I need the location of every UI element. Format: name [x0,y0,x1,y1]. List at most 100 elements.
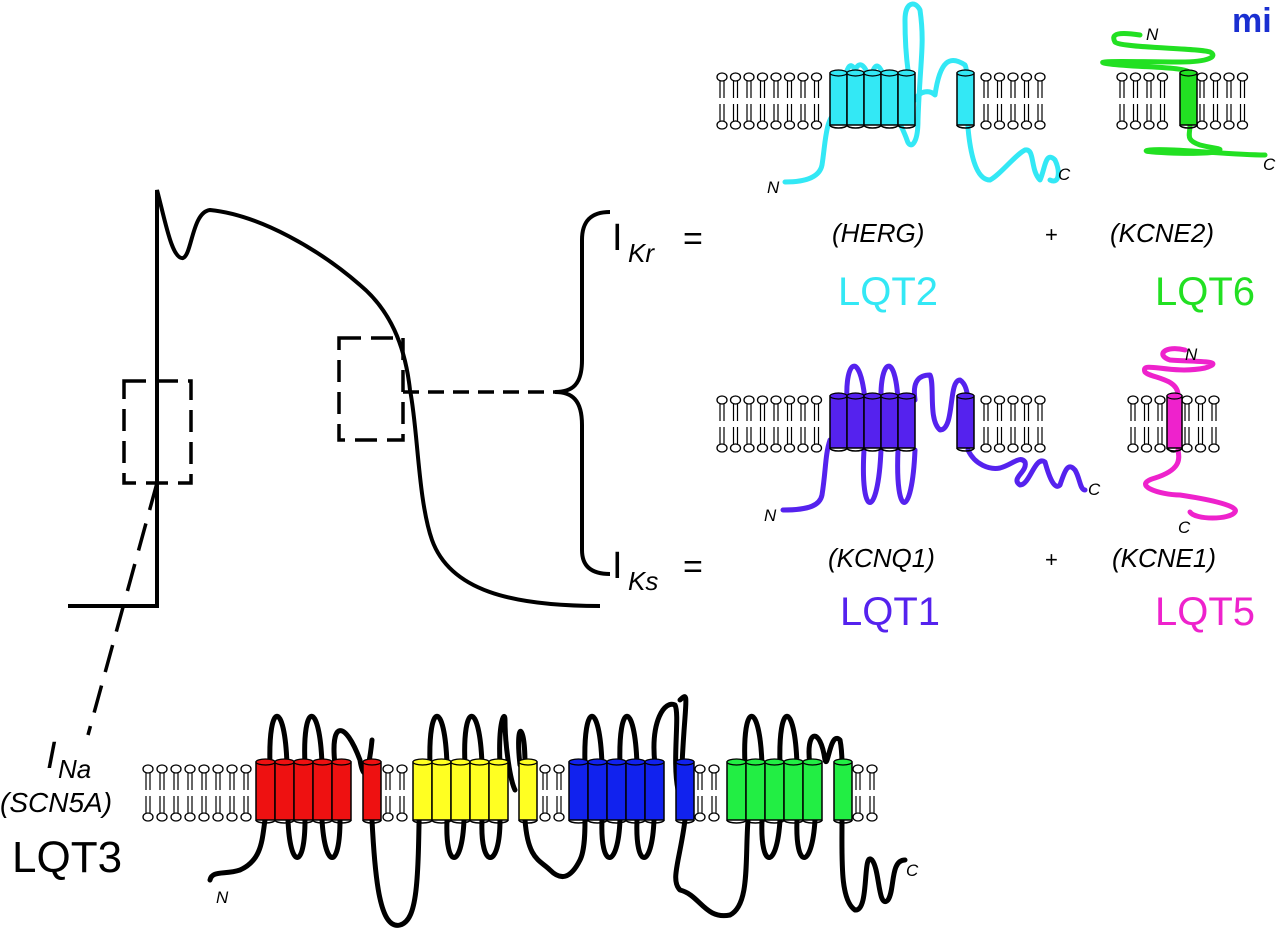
depolarization-highlight-box [122,379,193,485]
lipid [1208,395,1220,453]
scn5a-domain1-helix-s3 [293,758,314,824]
kcnq1-n-terminus: N [764,506,777,525]
lqt2-label: LQT2 [838,270,938,314]
scn5a-domain1-helix-s2 [274,758,295,824]
svg-text:I: I [46,735,57,777]
lipid [743,72,755,130]
lipid [980,72,992,130]
kcnq1-membrane-left [716,395,823,453]
ikr-label: I Kr = [612,217,703,268]
action-potential-trace [68,189,601,608]
lqt3-label: LQT3 [12,833,122,882]
lipid [184,764,196,822]
kcnq1-helix-s1 [829,392,848,452]
scn5a-polypeptide [207,694,908,928]
kcnq1-helix-s4 [880,392,899,452]
herg-helix-s4 [880,69,899,129]
herg-gene-label: (HERG) [832,218,924,248]
scn5a-membrane-3 [539,764,565,822]
kcnq1-helix-s2 [846,392,865,452]
lipid [756,72,769,130]
svg-text:Ks: Ks [628,566,658,596]
svg-text:=: = [683,220,703,258]
lipid [1020,395,1033,453]
kcnq1-gene-label: (KCNQ1) [828,543,935,573]
curly-brace [554,210,611,576]
scn5a-domain3-helix-s6 [675,758,695,824]
lipid [156,764,168,822]
kcne1-helix [1166,392,1183,452]
scn5a-domain1-helix-s4 [312,758,333,824]
kcnq1-helix-s5 [897,392,916,452]
herg-c-terminus: C [1058,165,1071,184]
scn5a-domain2-helix-s2 [431,758,452,824]
scn5a-domain4-helix-s5 [802,758,823,824]
herg-helix-s2 [846,69,865,129]
lipid [1007,395,1019,453]
lipid [382,764,394,822]
kcnq1-polypeptide [780,363,1088,513]
lipid [1034,395,1046,453]
lipid [1129,72,1142,130]
lipid [1034,72,1046,130]
scn5a-domain1-helix-s6 [362,758,382,824]
lipid [756,395,769,453]
ina-label: I Na [46,735,91,784]
lipid [539,764,551,822]
connector-to-sodium-current [86,482,159,736]
lipid [783,72,796,130]
scn5a-n-terminus: N [216,888,229,907]
scn5a-domain3-helix-s2 [587,758,608,824]
kcnq1-helix-s3 [863,392,882,452]
lipid [743,395,755,453]
kcne1-polypeptide [1142,346,1238,521]
lipid [852,764,864,822]
lqt6-label: LQT6 [1155,270,1255,314]
scn5a-domain2-helix-s3 [450,758,471,824]
lipid [1140,395,1153,453]
scn5a-domain3-helix-s5 [644,758,665,824]
lipid [553,764,565,822]
lipid [797,72,809,130]
kcne2-c-terminus: C [1263,155,1276,174]
kcne2-polypeptide [1100,31,1268,158]
scn5a-domain4-helix-s4 [783,758,804,824]
scn5a-domain4-helix-s1 [726,758,747,824]
kcne2-gene-label: (KCNE2) [1110,218,1214,248]
lipid [797,395,809,453]
scn5a-domain4-helix-s6 [833,758,853,824]
scn5a-membrane-1 [142,764,252,822]
lipid [783,395,796,453]
lipid [694,764,706,822]
scn5a-domain3-helix-s4 [625,758,646,824]
svg-text:I: I [612,217,623,259]
plus-sign-ikr: + [1045,222,1058,247]
scn5a-domain2-helix-s1 [412,758,433,824]
scn5a-domain4-helix-s2 [745,758,766,824]
kcne2-membrane-left [1116,72,1169,130]
lipid [1154,395,1166,453]
kcne2-helix [1179,69,1198,129]
publisher-logo: mi [1232,2,1272,40]
scn5a-domain1-helix-s1 [255,758,276,824]
svg-text:Na: Na [58,754,91,784]
iks-label: I Ks = [612,545,703,596]
lipid [1209,72,1222,130]
scn5a-domain2-helix-s4 [469,758,490,824]
kcnq1-helix-s6 [956,392,975,452]
herg-helix-s1 [829,69,848,129]
herg-n-terminus: N [767,178,780,197]
lipid [1007,72,1019,130]
scn5a-domain1-helix-s5 [331,758,352,824]
herg-membrane-right [980,72,1046,130]
herg-helix-s5 [897,69,916,129]
scn5a-domain4-helix-s3 [764,758,785,824]
lipid [1194,395,1207,453]
lipid [1223,72,1235,130]
lipid [142,764,154,822]
plus-sign-iks: + [1045,547,1058,572]
scn5a-membrane-4 [694,764,720,822]
kcne2-membrane-right [1196,72,1249,130]
lipid [1236,72,1249,130]
